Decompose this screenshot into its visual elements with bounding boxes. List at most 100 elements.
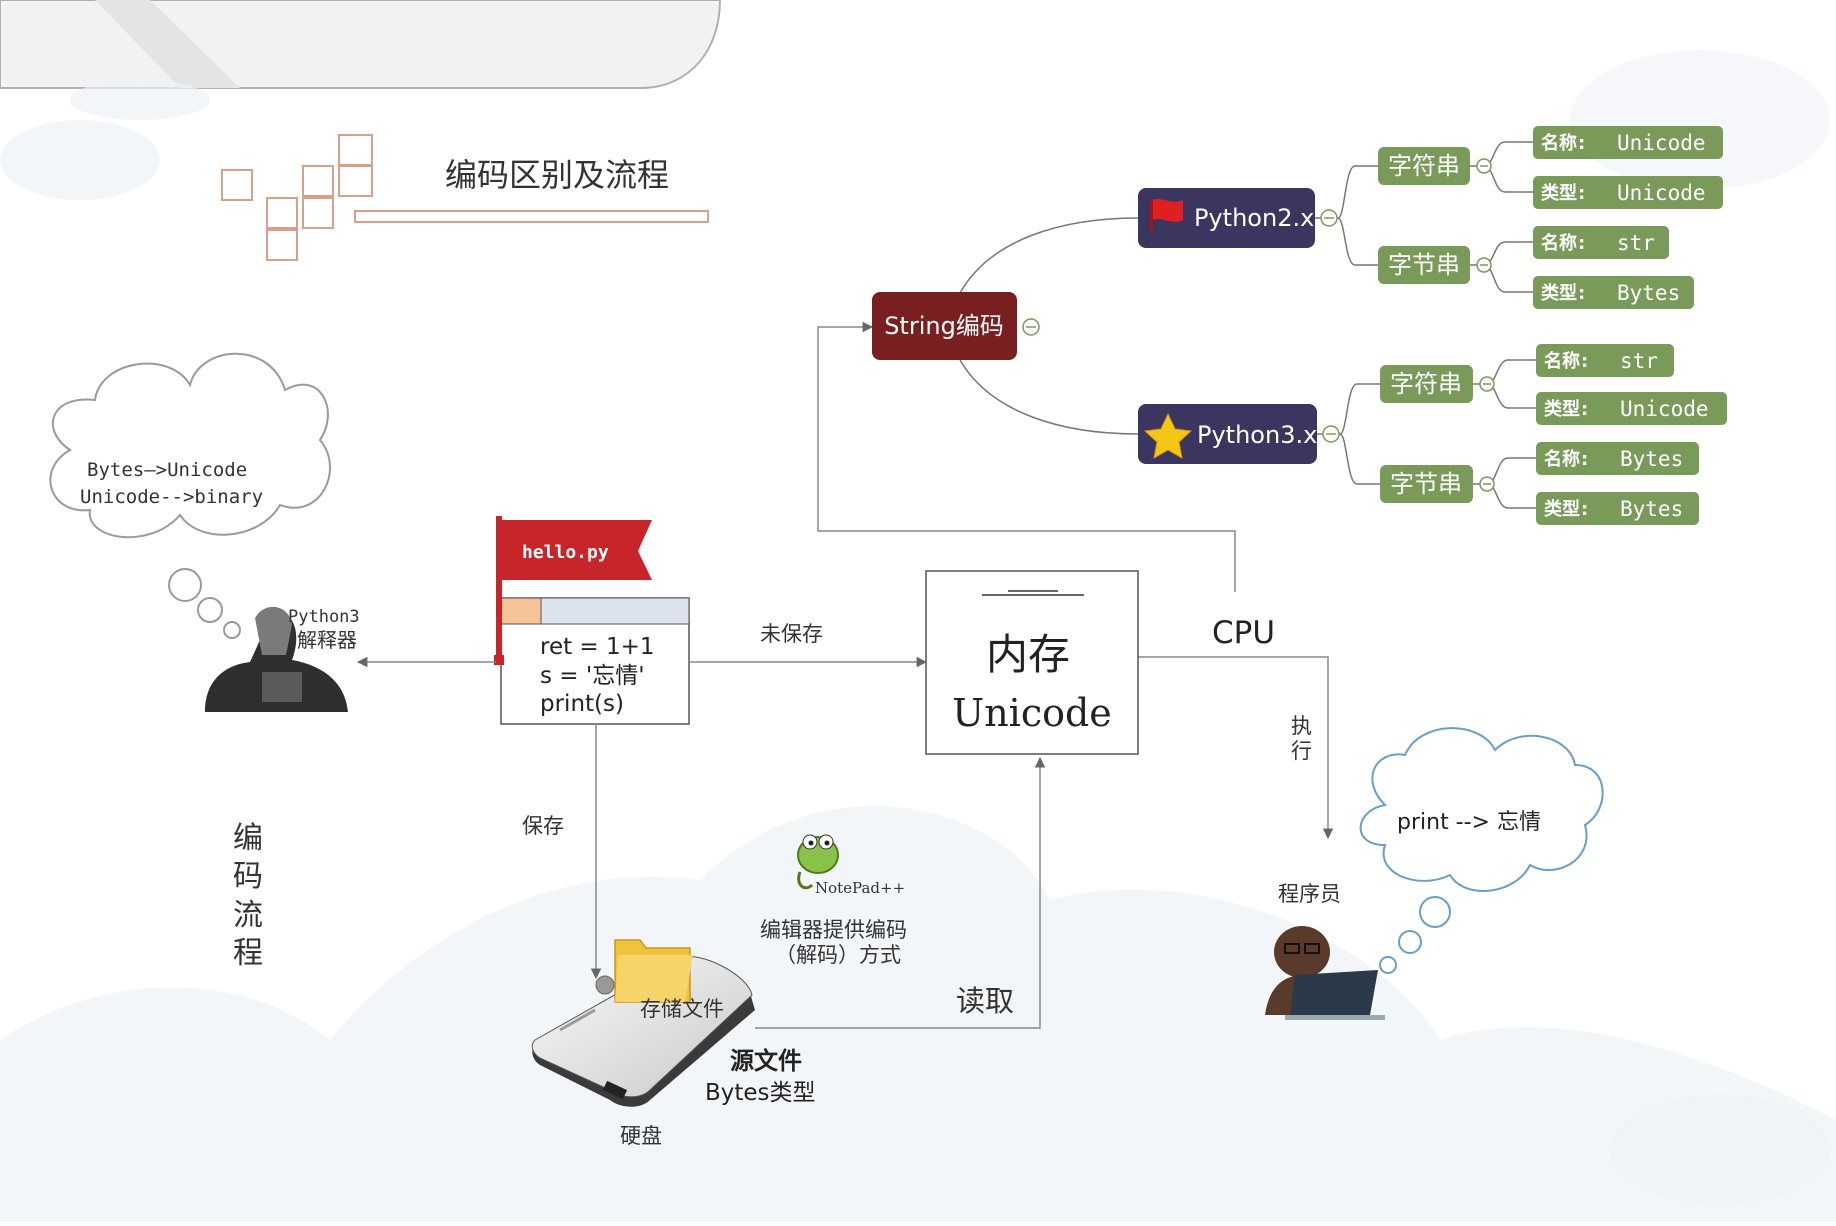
disk-caption: 源文件 xyxy=(730,1047,802,1075)
cpu-label: CPU xyxy=(1212,615,1275,651)
code-line: print(s) xyxy=(540,691,624,717)
interpreter-thought-cloud: Bytes—>Unicode Unicode-->binary xyxy=(49,352,331,639)
mindmap-node-py2-bytes: 字节串 xyxy=(1378,246,1470,284)
mindmap-node-py3-string: 字符串 xyxy=(1380,365,1473,403)
node-label: 字节串 xyxy=(1388,251,1460,279)
star-icon xyxy=(1143,412,1193,459)
execute-label: 执行 xyxy=(1291,714,1312,763)
flag-icon xyxy=(1150,199,1183,232)
node-label: 字符串 xyxy=(1388,152,1460,180)
leaf-value: str xyxy=(1620,349,1658,373)
vertical-title-char: 编 xyxy=(233,821,263,856)
leaf-separator: : xyxy=(1578,133,1585,154)
leaf-key: 类型 xyxy=(1544,398,1580,420)
source-file-card: hello.py ret = 1+1 s = '忘情' print(s) xyxy=(494,516,690,725)
execute-char: 执 xyxy=(1291,714,1312,738)
mindmap-branch-python3: Python3.x xyxy=(1138,404,1317,464)
branch-label: Python2.x xyxy=(1194,204,1314,232)
code-line: s = '忘情' xyxy=(540,663,645,689)
mindmap-leaf: 类型 : Unicode xyxy=(1533,176,1723,209)
execute-text: 执行 xyxy=(1291,714,1312,763)
notepad-plus-plus-icon xyxy=(797,834,839,890)
disk-caption: Bytes类型 xyxy=(705,1080,816,1106)
mindmap-leaf: 名称 : str xyxy=(1533,226,1669,259)
filename-label: hello.py xyxy=(522,542,609,563)
leaf-key: 类型 xyxy=(1541,182,1577,204)
leaf-value: Bytes xyxy=(1620,447,1683,471)
filename-flag xyxy=(502,520,652,580)
code-line: ret = 1+1 xyxy=(540,634,655,660)
mindmap-leaf: 名称 : Unicode xyxy=(1533,126,1723,159)
laptop-icon xyxy=(1290,970,1378,1015)
mindmap-root-label: String编码 xyxy=(884,312,1004,340)
leaf-separator: : xyxy=(1578,283,1585,304)
editor-note: （解码）方式 xyxy=(775,943,901,967)
execute-char: 行 xyxy=(1291,739,1312,763)
read-label: 读取 xyxy=(956,984,1014,1018)
leaf-separator: : xyxy=(1578,183,1585,204)
leaf-separator: : xyxy=(1578,233,1585,254)
mindmap-leaf: 名称 : str xyxy=(1536,344,1674,377)
mindmap-leaf: 名称 : Bytes xyxy=(1536,442,1699,475)
title-decoration xyxy=(221,134,709,261)
unsaved-label: 未保存 xyxy=(760,622,823,646)
branch-label: Python3.x xyxy=(1197,421,1317,449)
leaf-key: 名称 xyxy=(1544,448,1580,470)
mindmap-node-py2-string: 字符串 xyxy=(1378,147,1470,185)
thought-line: Bytes—>Unicode xyxy=(87,459,247,481)
memory-box: 内存 Unicode xyxy=(925,570,1139,755)
node-label: 字符串 xyxy=(1390,370,1462,398)
leaf-value: Bytes xyxy=(1620,497,1683,521)
leaf-key: 名称 xyxy=(1541,132,1577,154)
mindmap-collapse-toggle[interactable] xyxy=(1322,425,1340,443)
leaf-value: Bytes xyxy=(1617,281,1680,305)
disk-label: 硬盘 xyxy=(620,1124,662,1148)
mindmap-collapse-toggle[interactable] xyxy=(1476,257,1492,273)
vertical-title-char: 程 xyxy=(233,936,263,971)
thought-line: Unicode-->binary xyxy=(80,486,263,508)
mindmap-root: String编码 xyxy=(872,292,1017,360)
leaf-value: Unicode xyxy=(1617,181,1706,205)
leaf-value: Unicode xyxy=(1620,397,1709,421)
interpreter-label: Python3 xyxy=(288,607,360,627)
leaf-key: 名称 xyxy=(1541,232,1577,254)
programmer-thought-cloud: print --> 忘情 xyxy=(1359,727,1604,974)
mindmap-node-py3-bytes: 字节串 xyxy=(1380,465,1473,503)
python-interpreter-figure xyxy=(205,606,348,712)
mindmap-collapse-toggle[interactable] xyxy=(1476,158,1492,174)
hard-disk xyxy=(531,956,755,1107)
vertical-title-char: 码 xyxy=(233,859,263,894)
interpreter-label: 解释器 xyxy=(297,628,357,652)
folder-label: 存储文件 xyxy=(640,997,724,1021)
leaf-key: 名称 xyxy=(1544,350,1580,372)
leaf-key: 类型 xyxy=(1541,282,1577,304)
node-label: 字节串 xyxy=(1390,470,1462,498)
leaf-value: str xyxy=(1617,231,1655,255)
mindmap-connectors xyxy=(959,141,1536,509)
mindmap-collapse-toggle[interactable] xyxy=(1320,209,1338,227)
mindmap-leaf: 类型 : Bytes xyxy=(1533,276,1694,309)
mindmap-leaf: 类型 : Bytes xyxy=(1536,492,1699,525)
slide-title: 编码区别及流程 xyxy=(445,156,669,194)
programmer-figure xyxy=(1265,926,1385,1020)
leaf-value: Unicode xyxy=(1617,131,1706,155)
mindmap-leaf: 类型 : Unicode xyxy=(1536,392,1727,425)
save-label: 保存 xyxy=(522,814,564,838)
leaf-separator: : xyxy=(1581,499,1588,520)
vertical-title: 编 码 流 程 xyxy=(233,821,263,971)
memory-encoding: Unicode xyxy=(952,691,1112,735)
mindmap-collapse-toggle[interactable] xyxy=(1479,376,1495,392)
programmer-thought: print --> 忘情 xyxy=(1397,810,1541,835)
leaf-separator: : xyxy=(1581,399,1588,420)
vertical-title-char: 流 xyxy=(233,898,263,933)
programmer-label: 程序员 xyxy=(1278,882,1341,906)
flow-arrows xyxy=(356,321,1334,1029)
mindmap-branch-python2: Python2.x xyxy=(1138,188,1315,248)
leaf-separator: : xyxy=(1581,351,1588,372)
mindmap-collapse-toggle[interactable] xyxy=(1022,318,1040,336)
mindmap-collapse-toggle[interactable] xyxy=(1479,476,1495,492)
editor-note: 编辑器提供编码 xyxy=(760,918,907,942)
